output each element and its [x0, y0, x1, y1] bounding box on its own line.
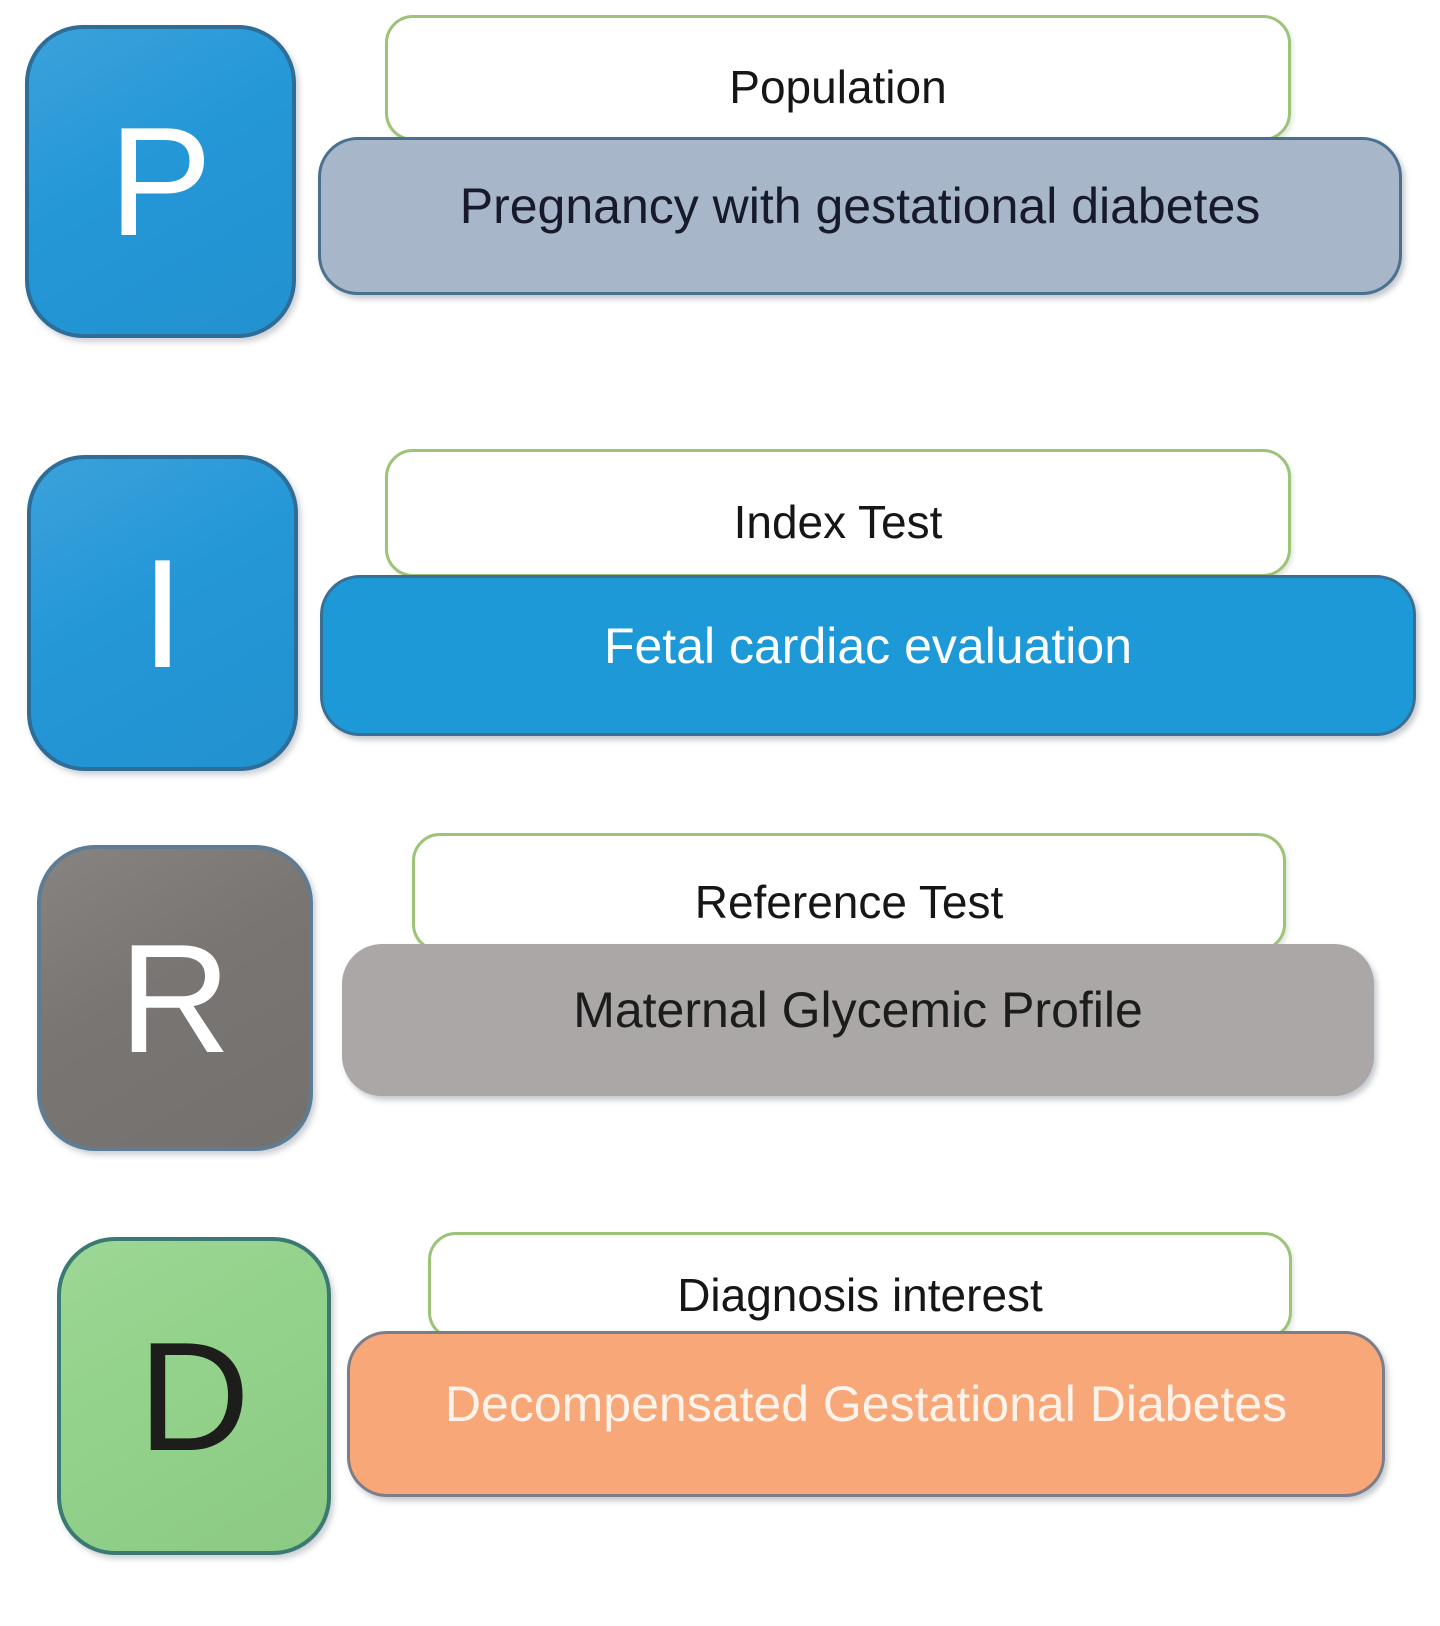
letter-badge-i: I	[27, 455, 298, 771]
letter-r: R	[119, 911, 231, 1085]
value-text-index-test: Fetal cardiac evaluation	[603, 617, 1133, 674]
value-box-diagnosis-interest: Decompensated Gestational Diabetes	[347, 1331, 1385, 1497]
letter-i: I	[140, 526, 185, 700]
value-box-reference-test: Maternal Glycemic Profile	[342, 944, 1374, 1096]
value-box-index-test: Fetal cardiac evaluation	[320, 575, 1416, 736]
letter-badge-r: R	[37, 845, 313, 1151]
category-label-box-index-test: Index Test	[385, 449, 1291, 577]
value-text-population: Pregnancy with gestational diabetes	[459, 178, 1261, 234]
value-text-reference-test: Maternal Glycemic Profile	[573, 982, 1143, 1038]
category-label-reference-test: Reference Test	[694, 875, 1004, 928]
value-text-diagnosis-interest: Decompensated Gestational Diabetes	[444, 1376, 1288, 1432]
letter-badge-p: P	[25, 25, 296, 338]
value-box-population: Pregnancy with gestational diabetes	[318, 137, 1402, 295]
letter-d: D	[138, 1309, 250, 1483]
category-label-box-population: Population	[385, 15, 1291, 141]
category-label-diagnosis-interest: Diagnosis interest	[677, 1269, 1043, 1321]
category-label-index-test: Index Test	[733, 496, 943, 548]
category-label-box-diagnosis-interest: Diagnosis interest	[428, 1232, 1292, 1340]
letter-badge-d: D	[57, 1237, 331, 1555]
category-label-box-reference-test: Reference Test	[412, 833, 1286, 952]
letter-p: P	[108, 95, 213, 268]
category-label-population: Population	[729, 61, 947, 113]
